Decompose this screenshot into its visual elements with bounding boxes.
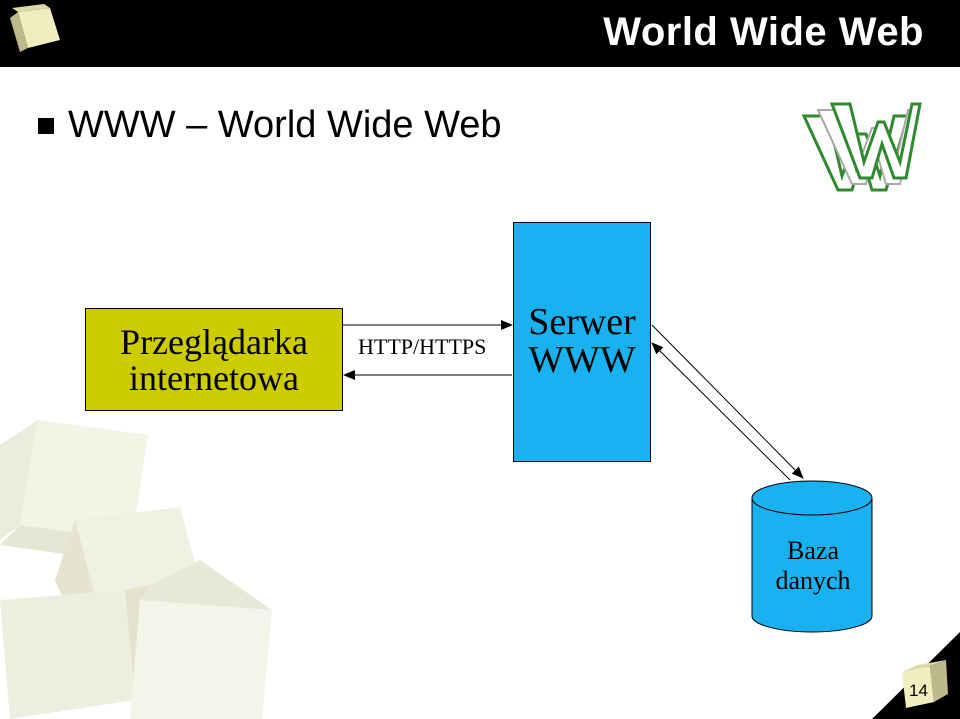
page-number: 14: [909, 681, 928, 701]
